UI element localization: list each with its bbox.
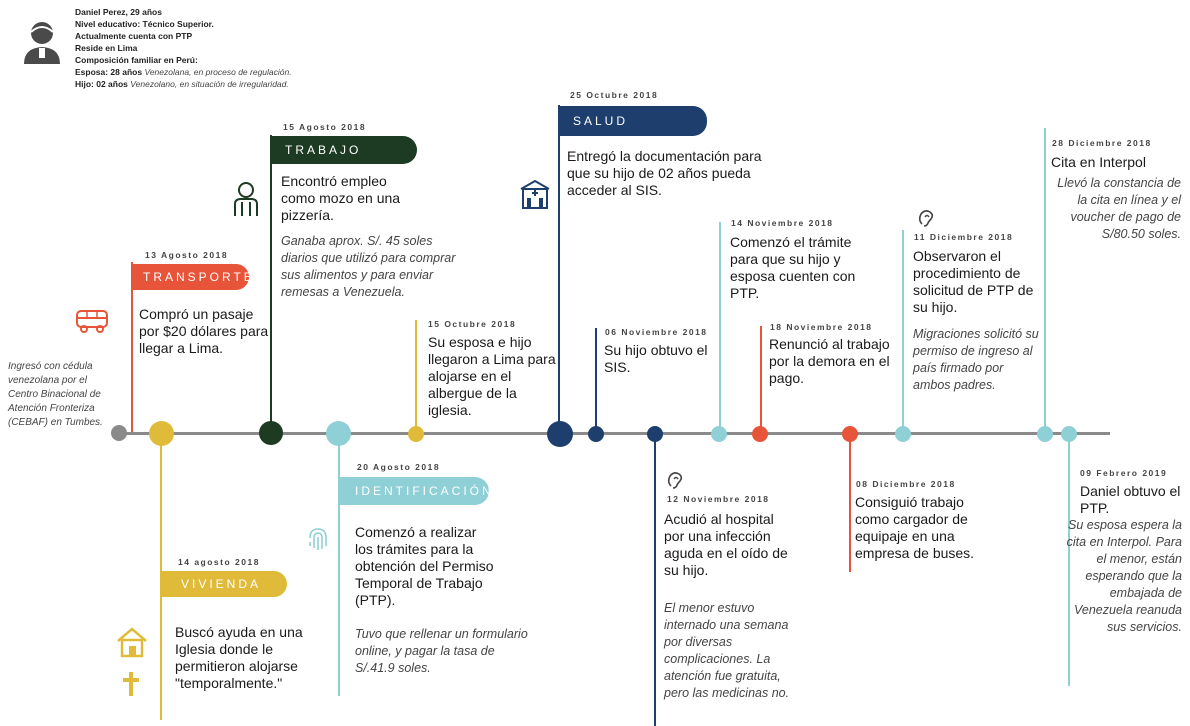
bus-icon — [75, 308, 109, 334]
dic11-date: 11 Diciembre 2018 — [914, 232, 1014, 242]
oct15-line — [415, 320, 417, 434]
transporte-date: 13 Agosto 2018 — [145, 250, 229, 260]
profile-son-note: Venezolano, en situación de irregularida… — [130, 79, 289, 89]
trabajo-date: 15 Agosto 2018 — [283, 122, 367, 132]
profile-wife-note: Venezolana, en proceso de regulación. — [144, 67, 292, 77]
user-avatar-icon — [22, 18, 62, 66]
trabajo-tag: TRABAJO — [271, 136, 417, 164]
dic11-text: Observaron el procedimiento de solicitud… — [913, 248, 1034, 315]
profile-residence: Reside en Lima — [75, 43, 138, 53]
trabajo-text: Encontró empleo como mozo en una pizzerí… — [281, 173, 401, 223]
trabajo-note: Ganaba aprox. S/. 45 soles diarios que u… — [281, 234, 456, 299]
salud-line — [558, 105, 560, 434]
timeline-dot-vivienda — [149, 421, 174, 446]
timeline-dot-oct15 — [408, 426, 424, 442]
salud-tag: SALUD — [559, 106, 707, 136]
feb09-text: Daniel obtuvo el PTP. — [1080, 483, 1181, 516]
transporte-tag: TRANSPORTE — [131, 264, 252, 290]
ear-icon — [916, 208, 936, 228]
vivienda-tag: VIVIENDA — [161, 571, 287, 597]
dic11-line — [902, 230, 904, 434]
oct15-text: Su esposa e hijo llegaron a Lima para al… — [428, 334, 556, 418]
dic28-text: Cita en Interpol — [1051, 154, 1146, 170]
worker-icon — [232, 180, 260, 218]
entry-note: Ingresó con cédula venezolana por el Cen… — [8, 361, 103, 428]
dic28-date: 28 Diciembre 2018 — [1052, 138, 1152, 148]
timeline-dot-dic08 — [842, 426, 858, 442]
dic08-date: 08 Diciembre 2018 — [856, 479, 956, 489]
transporte-line — [131, 262, 133, 434]
nov14-date: 14 Noviembre 2018 — [731, 218, 834, 228]
timeline-dot-nov12 — [647, 426, 663, 442]
trabajo-line — [270, 135, 272, 432]
nov14-line — [719, 222, 721, 434]
dic08-line — [849, 434, 851, 572]
timeline-dot-nov18 — [752, 426, 768, 442]
nov18-text: Renunció al trabajo por la demora en el … — [769, 336, 890, 386]
nov12-date: 12 Noviembre 2018 — [667, 494, 770, 504]
timeline-dot-nov06 — [588, 426, 604, 442]
nov12-text: Acudió al hospital por una infección agu… — [664, 511, 788, 578]
nov12-line — [654, 434, 656, 726]
timeline-dot-nov14 — [711, 426, 727, 442]
salud-date: 25 Octubre 2018 — [570, 90, 659, 100]
profile-status: Actualmente cuenta con PTP — [75, 31, 193, 41]
feb09-line — [1068, 434, 1070, 686]
identificacion-date: 20 Agosto 2018 — [357, 462, 441, 472]
timeline-axis — [118, 432, 1110, 435]
ear-icon — [665, 470, 685, 490]
timeline-dot-dic11 — [895, 426, 911, 442]
hospital-icon — [517, 177, 553, 211]
profile-education: Nivel educativo: Técnico Superior. — [75, 19, 214, 29]
timeline-dot-trabajo — [259, 421, 283, 445]
profile-family-heading: Composición familiar en Perú: — [75, 55, 198, 65]
identificacion-note: Tuvo que rellenar un formulario online, … — [355, 627, 528, 675]
transporte-text: Compró un pasaje por $20 dólares para ll… — [139, 306, 269, 356]
nov18-date: 18 Noviembre 2018 — [770, 322, 873, 332]
dic08-text: Consiguió trabajo como cargador de equip… — [855, 494, 975, 561]
vivienda-text: Buscó ayuda en una Iglesia donde le perm… — [175, 624, 303, 691]
vivienda-date: 14 agosto 2018 — [178, 557, 260, 567]
identificacion-line — [338, 434, 340, 696]
nov14-text: Comenzó el trámite para que su hijo y es… — [730, 234, 856, 301]
nov18-line — [760, 326, 762, 434]
identificacion-text: Comenzó a realizar los trámites para la … — [355, 524, 494, 608]
timeline-dot-feb09 — [1061, 426, 1077, 442]
fingerprint-icon — [306, 526, 330, 552]
nov06-line — [595, 328, 597, 434]
cross-icon — [121, 670, 141, 698]
dic28-line — [1044, 128, 1046, 434]
timeline-dot-identificacion — [326, 421, 351, 446]
house-icon — [115, 625, 149, 659]
profile-card: Daniel Perez, 29 años Nivel educativo: T… — [75, 6, 292, 90]
profile-wife-label: Esposa: 28 años — [75, 67, 143, 77]
nov06-text: Su hijo obtuvo el SIS. — [604, 342, 708, 375]
timeline-dot-dic28 — [1037, 426, 1053, 442]
feb09-date: 09 Febrero 2019 — [1080, 468, 1168, 478]
profile-son-label: Hijo: 02 años — [75, 79, 128, 89]
identificacion-tag: IDENTIFICACIÓN — [339, 477, 491, 505]
timeline-dot-salud — [547, 421, 573, 447]
timeline-dot-start — [111, 425, 127, 441]
dic28-note: Llevó la constancia de la cita en línea … — [1057, 176, 1181, 241]
feb09-note: Su esposa espera la cita en Interpol. Pa… — [1066, 518, 1182, 634]
profile-name: Daniel Perez, 29 años — [75, 7, 162, 17]
oct15-date: 15 Octubre 2018 — [428, 319, 517, 329]
nov06-date: 06 Noviembre 2018 — [605, 327, 708, 337]
dic11-note: Migraciones solicitó su permiso de ingre… — [913, 327, 1039, 392]
nov12-note: El menor estuvo internado una semana por… — [664, 601, 790, 700]
salud-text: Entregó la documentación para que su hij… — [567, 148, 762, 198]
